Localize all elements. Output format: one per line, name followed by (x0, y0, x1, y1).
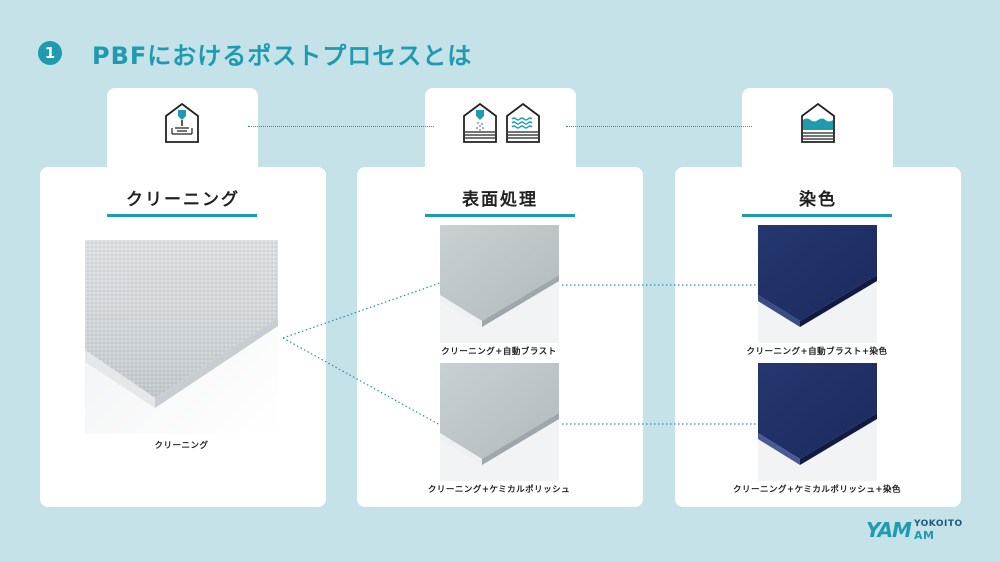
title-underline (425, 214, 575, 217)
cleaning-sample-photo (85, 240, 278, 434)
tab-connector-2 (566, 126, 752, 127)
dyeing-icon (801, 102, 835, 143)
card-title-surface: 表面処理 (462, 190, 538, 210)
surface-card: 表面処理 クリーニング+自動ブラスト クリーニング+ケミカルポリッシュ (357, 167, 643, 507)
logo-mark: YAM (866, 518, 912, 542)
blast-icon (463, 102, 497, 143)
cleaning-icon (165, 102, 199, 143)
dyeing-card: 染色 クリーニング+自動ブラスト+染色 クリーニング+ケミカルポリッシュ+染色 (675, 167, 961, 507)
dyed-chemical-sample-photo (758, 363, 877, 481)
photo-caption: クリーニング+ケミカルポリッシュ (427, 485, 571, 495)
dyed-blast-sample-photo (758, 225, 877, 343)
cleaning-icon-tab (107, 88, 258, 178)
chemical-sample-photo (440, 363, 559, 481)
blast-sample-photo (440, 225, 559, 343)
logo-line-1: YOKOITO (913, 519, 963, 529)
title-underline (107, 214, 257, 217)
cleaning-card: クリーニング (40, 167, 326, 507)
dyeing-icon-tab (742, 88, 893, 178)
card-title-dyeing: 染色 (799, 190, 837, 210)
photo-caption: クリーニング+自動ブラスト (441, 347, 557, 357)
page-header: 1 PBFにおけるポストプロセスとは (38, 36, 472, 70)
surface-icon-tab (425, 88, 576, 178)
page-title: PBFにおけるポストプロセスとは (92, 41, 473, 70)
section-number-badge: 1 (38, 41, 62, 65)
title-underline (742, 214, 892, 217)
tab-connector-1 (248, 126, 434, 127)
photo-caption: クリーニング+自動ブラスト+染色 (746, 347, 888, 357)
card-title-cleaning: クリーニング (126, 190, 240, 210)
logo-line-2: AM (913, 529, 935, 542)
photo-caption: クリーニング (154, 441, 209, 451)
yokoito-am-logo: YAM YOKOITO AM (866, 518, 963, 542)
chemical-polish-icon (506, 102, 540, 143)
photo-caption: クリーニング+ケミカルポリッシュ+染色 (733, 485, 901, 495)
